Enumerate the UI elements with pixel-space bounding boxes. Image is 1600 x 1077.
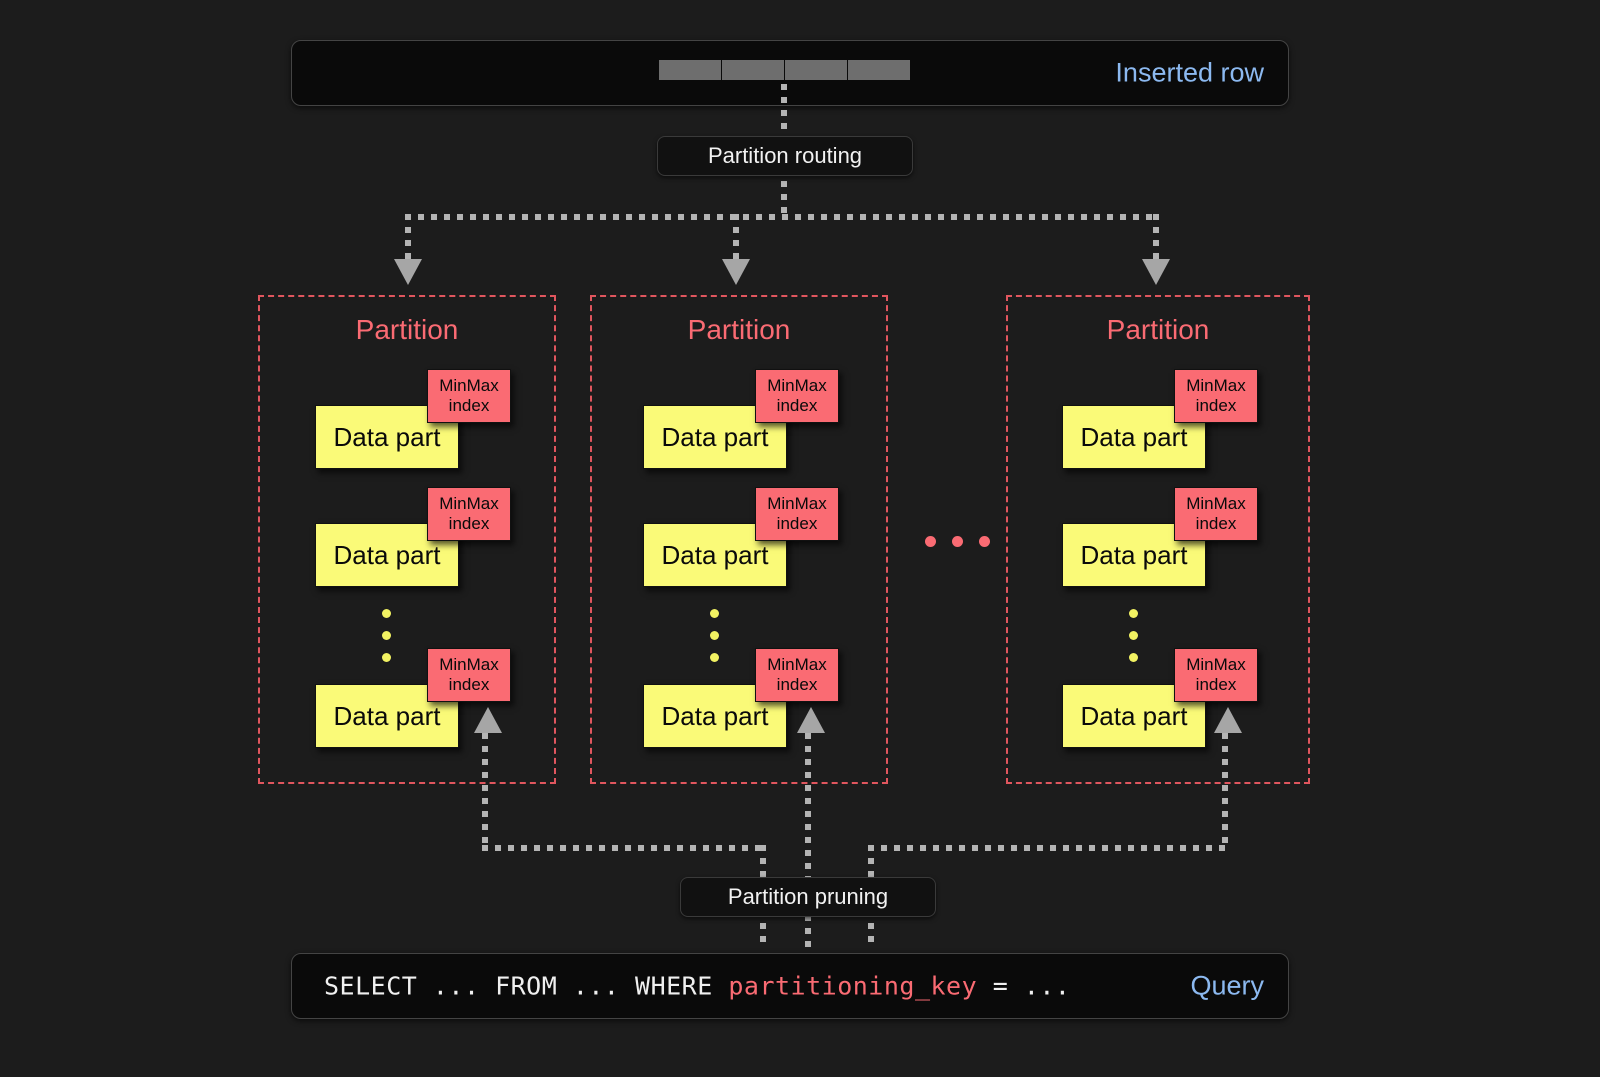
- data-part-box: Data part: [643, 684, 787, 748]
- ellipsis-dot: [710, 609, 719, 618]
- connector-prune-p1-horiz: [482, 845, 766, 851]
- minmax-index-box: MinMax index: [755, 648, 839, 702]
- data-part-ellipsis: [710, 609, 719, 662]
- minmax-line-2: index: [448, 396, 490, 415]
- minmax-index-box: MinMax index: [755, 487, 839, 541]
- arrow-from-partition-1: [474, 707, 502, 733]
- row-cell: [848, 60, 910, 80]
- connector-fanout-bus: [405, 214, 1159, 220]
- ellipsis-dot: [382, 609, 391, 618]
- sql-partitioning-key: partitioning_key: [728, 971, 978, 1001]
- minmax-line-2: index: [776, 675, 818, 694]
- minmax-index-box: MinMax index: [755, 369, 839, 423]
- sql-prefix: SELECT ... FROM ... WHERE: [324, 971, 729, 1001]
- partition-2[interactable]: Partition MinMax index Data part MinMax …: [590, 295, 888, 784]
- row-cell: [722, 60, 784, 80]
- row-cell: [785, 60, 847, 80]
- data-part-ellipsis: [1129, 609, 1138, 662]
- ellipsis-dot: [952, 536, 963, 547]
- data-part-box: Data part: [643, 405, 787, 469]
- ellipsis-dot: [382, 653, 391, 662]
- minmax-line-2: index: [776, 396, 818, 415]
- partition-title: Partition: [1106, 314, 1210, 345]
- data-part-box: Data part: [643, 523, 787, 587]
- minmax-line-2: index: [1195, 675, 1237, 694]
- minmax-line-1: MinMax: [1186, 655, 1246, 675]
- data-part-ellipsis: [382, 609, 391, 662]
- minmax-line-1: MinMax: [767, 494, 827, 514]
- ellipsis-dot: [979, 536, 990, 547]
- partition-gap-ellipsis: [925, 536, 990, 547]
- partition-title: Partition: [355, 314, 459, 345]
- arrow-from-partition-3: [1214, 707, 1242, 733]
- minmax-line-1: MinMax: [1186, 494, 1246, 514]
- minmax-line-1: MinMax: [767, 655, 827, 675]
- query-bar[interactable]: SELECT ... FROM ... WHERE partitioning_k…: [291, 953, 1289, 1019]
- arrow-into-partition-2: [722, 259, 750, 285]
- partition-routing-label: Partition routing: [707, 143, 863, 168]
- ellipsis-dot: [382, 631, 391, 640]
- query-sql-text: SELECT ... FROM ... WHERE partitioning_k…: [324, 972, 1070, 1001]
- connector-fanout-right: [1153, 214, 1159, 264]
- connector-prune-p3-horiz: [868, 845, 1228, 851]
- minmax-index-box: MinMax index: [1174, 487, 1258, 541]
- partition-pruning-label: Partition pruning: [727, 884, 889, 909]
- arrow-from-partition-2: [797, 707, 825, 733]
- minmax-index-box: MinMax index: [427, 369, 511, 423]
- ellipsis-dot: [710, 653, 719, 662]
- sql-suffix: = ...: [977, 971, 1071, 1001]
- partition-title: Partition: [687, 314, 791, 345]
- partition-3[interactable]: Partition MinMax index Data part MinMax …: [1006, 295, 1310, 784]
- partition-routing-box: Partition routing: [657, 136, 913, 176]
- ellipsis-dot: [710, 631, 719, 640]
- partition-pruning-box: Partition pruning: [680, 877, 936, 917]
- minmax-line-1: MinMax: [439, 655, 499, 675]
- connector-prune-p2-vert: [805, 733, 811, 947]
- minmax-line-2: index: [1195, 514, 1237, 533]
- minmax-index-box: MinMax index: [1174, 369, 1258, 423]
- ellipsis-dot: [925, 536, 936, 547]
- minmax-index-box: MinMax index: [427, 648, 511, 702]
- connector-fanout-left: [405, 214, 411, 264]
- connector-routing-down: [781, 168, 787, 218]
- minmax-index-box: MinMax index: [427, 487, 511, 541]
- minmax-line-1: MinMax: [767, 376, 827, 396]
- minmax-line-2: index: [448, 675, 490, 694]
- minmax-line-1: MinMax: [439, 494, 499, 514]
- minmax-line-2: index: [448, 514, 490, 533]
- arrow-into-partition-3: [1142, 259, 1170, 285]
- partition-1[interactable]: Partition MinMax index Data part MinMax …: [258, 295, 556, 784]
- connector-fanout-mid: [733, 214, 739, 264]
- connector-row-to-routing: [781, 84, 787, 142]
- row-cell: [659, 60, 721, 80]
- arrow-into-partition-1: [394, 259, 422, 285]
- minmax-line-1: MinMax: [1186, 376, 1246, 396]
- minmax-line-2: index: [776, 514, 818, 533]
- ellipsis-dot: [1129, 653, 1138, 662]
- connector-prune-p1-vert: [482, 733, 488, 845]
- minmax-line-2: index: [1195, 396, 1237, 415]
- inserted-row-label: Inserted row: [1115, 57, 1264, 88]
- minmax-index-box: MinMax index: [1174, 648, 1258, 702]
- inserted-row-bar: Inserted row: [291, 40, 1289, 106]
- minmax-line-1: MinMax: [439, 376, 499, 396]
- query-label: Query: [1190, 970, 1264, 1001]
- connector-prune-p3-vert: [1222, 733, 1228, 845]
- ellipsis-dot: [1129, 631, 1138, 640]
- inserted-row-cells: [659, 60, 910, 80]
- ellipsis-dot: [1129, 609, 1138, 618]
